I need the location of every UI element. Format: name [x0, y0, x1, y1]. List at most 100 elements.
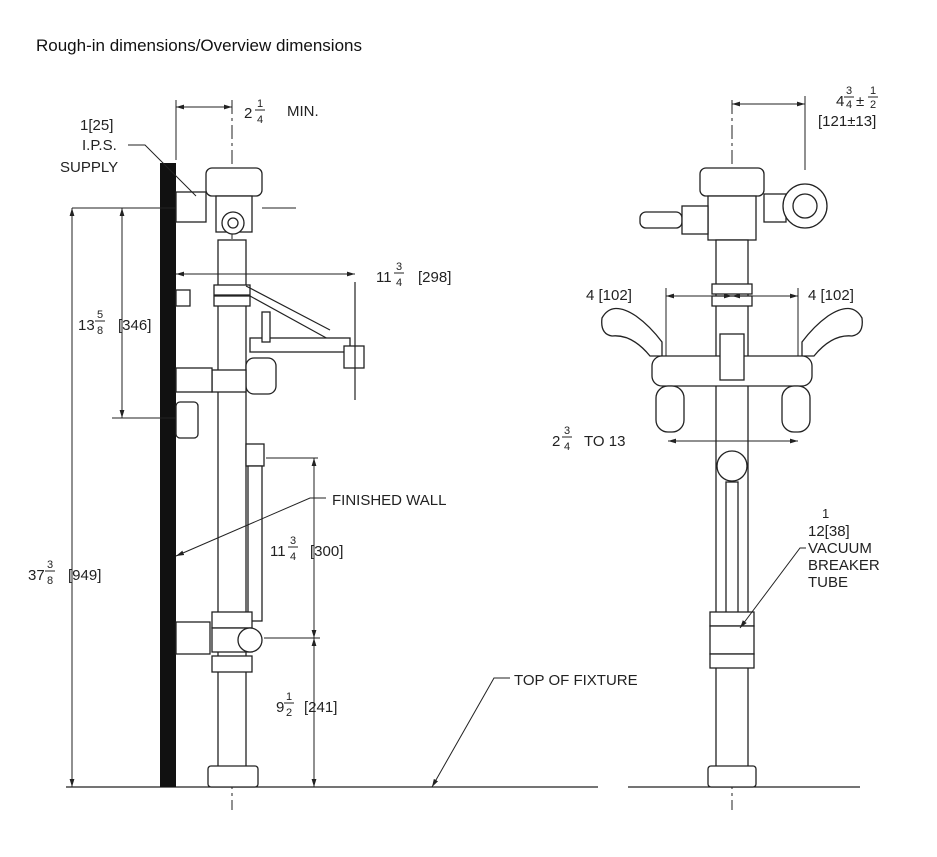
- front-floor-flange: [707, 765, 757, 788]
- lower-coupling-1: [211, 611, 253, 629]
- svg-text:8: 8: [47, 575, 53, 587]
- tee-fitting: [211, 369, 247, 393]
- svg-text:5: 5: [97, 309, 103, 321]
- front-view: 4 3 4 ± 1 2 [121±13] 4 [102] 4 [102] 2 3…: [552, 85, 880, 810]
- svg-text:[121±13]: [121±13]: [818, 113, 876, 130]
- svg-text:[346]: [346]: [118, 317, 151, 334]
- front-coupling-2: [711, 295, 753, 307]
- front-valve-body: [707, 195, 757, 241]
- front-lower-coupling-1: [709, 611, 755, 627]
- svg-text:3: 3: [846, 85, 852, 97]
- supply-stop: [175, 191, 207, 223]
- coupling-1: [213, 284, 251, 296]
- svg-text:13: 13: [78, 317, 95, 334]
- top-of-fixture-label: TOP OF FIXTURE: [431, 672, 638, 788]
- svg-text:BREAKER: BREAKER: [808, 557, 880, 574]
- svg-text:MIN.: MIN.: [287, 103, 319, 120]
- wall-flange: [175, 401, 199, 439]
- dim-bottom-label: 9 1 2 [241]: [276, 691, 337, 719]
- valve-stop-inner: [227, 217, 239, 229]
- svg-text:4: 4: [564, 441, 570, 453]
- svg-text:SUPPLY: SUPPLY: [60, 159, 118, 176]
- wrist-blade-valve: [245, 357, 277, 395]
- svg-text:4: 4: [257, 114, 263, 126]
- svg-text:8: 8: [97, 325, 103, 337]
- svg-text:1[25]: 1[25]: [80, 117, 113, 134]
- svg-text:1: 1: [286, 691, 292, 703]
- front-handle: [639, 211, 683, 229]
- svg-text:9: 9: [276, 699, 284, 716]
- side-floor-flange: [207, 765, 259, 788]
- front-lower-valve: [709, 625, 755, 655]
- svg-text:2: 2: [244, 105, 252, 122]
- svg-text:[298]: [298]: [418, 269, 451, 286]
- svg-text:VACUUM: VACUUM: [808, 540, 872, 557]
- dim-offset-label: 4 3 4 ± 1 2 [121±13]: [818, 85, 878, 130]
- svg-text:11: 11: [270, 543, 286, 560]
- dim-top-label: 2 1 4 MIN.: [244, 98, 319, 126]
- brace-rod-b: [249, 295, 331, 341]
- spout-arm: [249, 337, 351, 353]
- front-supply-ring-inner: [792, 193, 818, 219]
- flushometer-cap: [205, 167, 263, 197]
- front-lower-coupling-2: [709, 653, 755, 669]
- dim-spread-label: 2 3 4 TO 13: [552, 425, 625, 453]
- svg-text:3: 3: [564, 425, 570, 437]
- svg-text:4: 4: [290, 551, 296, 563]
- lower-indicator: [237, 627, 263, 653]
- svg-text:TUBE: TUBE: [808, 574, 848, 591]
- front-handle-hub: [681, 205, 709, 235]
- handle-stem: [261, 311, 271, 343]
- spout-head: [343, 345, 365, 369]
- right-wrist-blade: [801, 307, 863, 357]
- brace-rod-a: [245, 285, 331, 331]
- supply-leader: [128, 144, 197, 197]
- svg-text:2: 2: [286, 707, 292, 719]
- finished-wall: [160, 163, 176, 787]
- svg-text:3: 3: [290, 535, 296, 547]
- main-pipe: [217, 239, 247, 771]
- svg-text:12[38]: 12[38]: [808, 523, 850, 540]
- svg-text:±: ±: [856, 93, 864, 110]
- svg-text:TO 13: TO 13: [584, 433, 625, 450]
- wall-clamp-1: [175, 289, 191, 307]
- finished-wall-label: FINISHED WALL: [175, 492, 446, 557]
- svg-text:1: 1: [822, 506, 829, 521]
- front-cap: [699, 167, 765, 197]
- dim-left-label: 4 [102]: [586, 287, 632, 304]
- page-title: Rough-in dimensions/Overview dimensions: [36, 36, 362, 55]
- front-coupling-1: [711, 283, 753, 295]
- dim-13-label: 13 5 8 [346]: [78, 309, 151, 337]
- left-wrist-blade: [601, 307, 663, 357]
- supply-label: 1[25] I.P.S. SUPPLY: [60, 117, 197, 197]
- lower-coupling-2: [211, 655, 253, 673]
- front-indicator: [716, 450, 748, 482]
- dim-handle-label: 11 3 4 [298]: [376, 261, 451, 289]
- vacuum-breaker-label: 1 12[38] VACUUM BREAKER TUBE: [739, 506, 880, 629]
- faucet-spout: [719, 333, 745, 381]
- right-supply-arm: [781, 385, 811, 433]
- side-handle: [175, 367, 213, 393]
- svg-text:TOP OF FIXTURE: TOP OF FIXTURE: [514, 672, 638, 689]
- coupling-2: [213, 295, 251, 307]
- dim-total-label: 37 3 8 [949]: [28, 559, 101, 587]
- dim-breaker-label: 11 3 4 [300]: [270, 535, 343, 563]
- dim-right-label: 4 [102]: [808, 287, 854, 304]
- left-supply-arm: [655, 385, 685, 433]
- svg-text:3: 3: [47, 559, 53, 571]
- svg-text:I.P.S.: I.P.S.: [82, 137, 117, 154]
- svg-text:1: 1: [257, 98, 263, 110]
- vacuum-breaker-cap: [245, 443, 265, 467]
- svg-text:3: 3: [396, 261, 402, 273]
- svg-text:4: 4: [396, 277, 402, 289]
- svg-text:4: 4: [836, 93, 844, 110]
- svg-text:37: 37: [28, 567, 45, 584]
- lower-wall-flange: [175, 621, 211, 655]
- svg-text:[241]: [241]: [304, 699, 337, 716]
- svg-text:FINISHED WALL: FINISHED WALL: [332, 492, 446, 509]
- svg-text:2: 2: [552, 433, 560, 450]
- side-view: 2 1 4 MIN. 1[25] I.P.S. SUPPLY 11 3 4 [2…: [28, 98, 638, 810]
- svg-text:[949]: [949]: [68, 567, 101, 584]
- svg-text:[300]: [300]: [310, 543, 343, 560]
